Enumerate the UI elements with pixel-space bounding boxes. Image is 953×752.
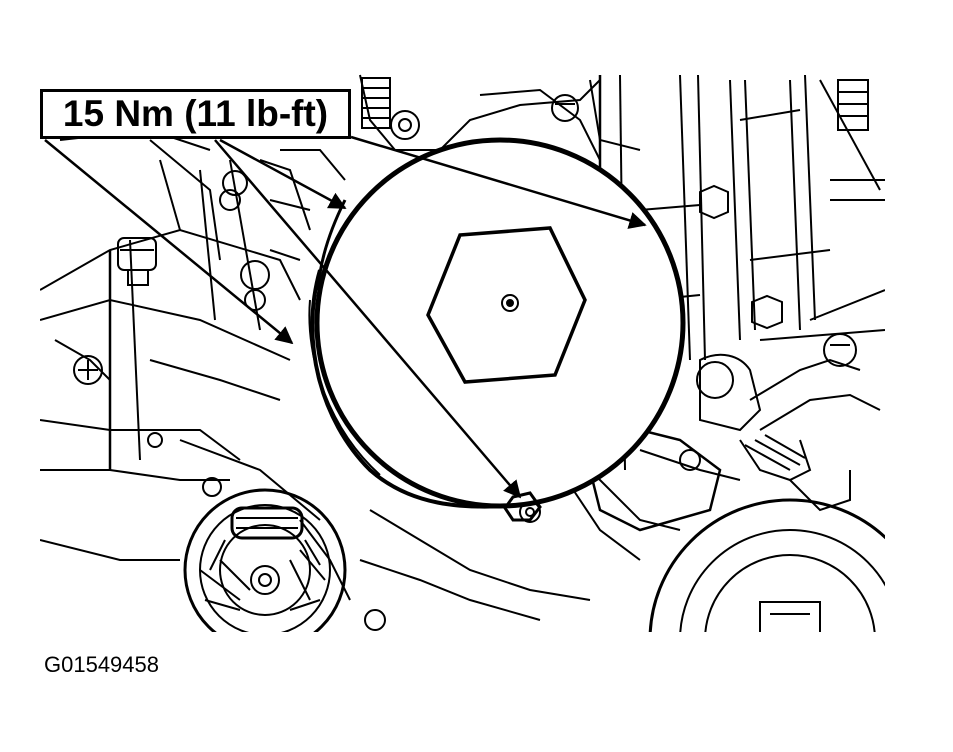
cover-retaining-bolt — [503, 491, 542, 522]
bolt-top-right — [551, 94, 579, 122]
stud-left — [117, 237, 157, 286]
bolt-right-mid — [751, 294, 783, 330]
pulley-right — [648, 498, 885, 632]
bolt-right-upper — [699, 184, 729, 220]
callout-leaders — [44, 135, 647, 499]
engine-block-lines — [40, 74, 885, 621]
mounting-holes — [147, 432, 541, 631]
hose-fitting — [696, 333, 881, 512]
fitting-top — [361, 77, 391, 129]
bolt-left-lower — [73, 355, 103, 385]
filter-hex-nut — [426, 226, 587, 384]
pulley-left — [183, 488, 347, 632]
torque-callout: 15 Nm (11 lb-ft) — [40, 89, 351, 139]
bolt-top-center — [390, 110, 420, 140]
bolt-left-post — [240, 260, 270, 311]
bolt-left-upper — [219, 170, 248, 211]
spring-top-right — [837, 79, 869, 131]
figure-id: G01549458 — [44, 652, 159, 677]
